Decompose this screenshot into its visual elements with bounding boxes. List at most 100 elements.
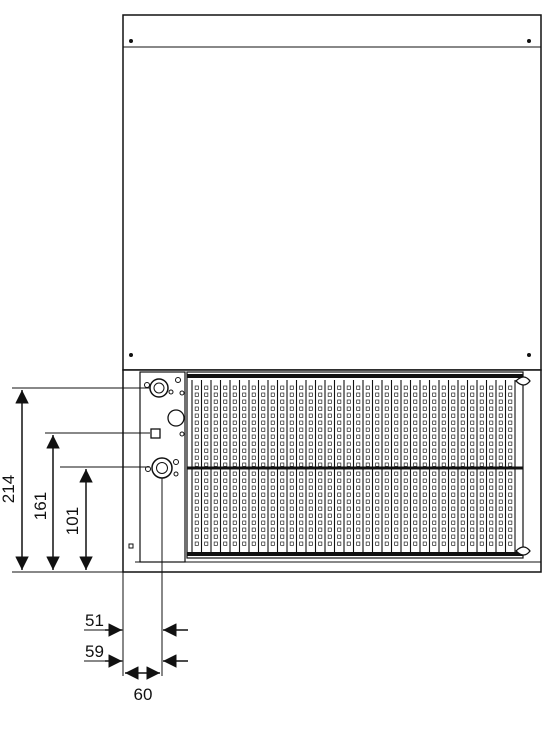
coil-fin [223,534,228,539]
coil-fin [375,478,380,483]
coil-fin [451,448,456,453]
coil-fin [204,420,209,425]
coil-fin [327,434,332,439]
coil-fin [394,399,399,404]
coil-fin [479,506,484,511]
coil-fin [365,385,370,390]
coil-fin [413,399,418,404]
coil-fin [422,471,427,476]
coil-fin [337,513,342,518]
coil-fin [337,406,342,411]
coil-fin [432,520,437,525]
coil-fin [498,534,503,539]
coil-fin [470,478,475,483]
coil-fin [460,434,465,439]
coil-fin [270,534,275,539]
coil-fin [232,455,237,460]
coil-fin [460,413,465,418]
coil-fin [232,406,237,411]
coil-fin [318,485,323,490]
bolt-icon [179,390,185,396]
coil-fin [308,527,313,532]
coil-fin [289,427,294,432]
coil-fin [223,520,228,525]
coil-fin [327,499,332,504]
coil-fin [261,478,266,483]
coil-fin [384,506,389,511]
coil-fin [204,499,209,504]
coil-fin [403,499,408,504]
coil-fin [508,541,513,546]
coil-fin [308,478,313,483]
coil-fin [261,534,266,539]
coil-fin [498,492,503,497]
coil-fin [204,534,209,539]
coil-fin [299,399,304,404]
coil-fin [451,441,456,446]
coil-fin [470,448,475,453]
coil-fin [270,392,275,397]
coil-fin [441,448,446,453]
coil-fin [422,485,427,490]
coil-fin [308,485,313,490]
coil-fin [460,478,465,483]
coil-fin [498,485,503,490]
coil-fin [479,462,484,467]
coil-fin [432,541,437,546]
coil-fin [460,455,465,460]
coil-fin [299,492,304,497]
coil-fin [432,499,437,504]
bolt-icon [173,459,179,465]
coil-fin [356,541,361,546]
coil-fin [479,471,484,476]
coil-fin [308,441,313,446]
coil-fin [365,420,370,425]
coil-fin [194,527,199,532]
coil-fin [299,541,304,546]
coil-fin [337,485,342,490]
coil-fin [346,392,351,397]
coil-fin [318,406,323,411]
coil-fin [432,385,437,390]
coil-fin [299,499,304,504]
coil-fin [498,478,503,483]
coil-fin [194,499,199,504]
coil-fin [489,420,494,425]
coil-fin [403,392,408,397]
coil-fin [308,385,313,390]
coil-fin [194,399,199,404]
coil-fin [441,406,446,411]
coil-fin [308,492,313,497]
coil-fin [470,499,475,504]
coil-fin [498,455,503,460]
coil-fin [251,455,256,460]
coil-fin [422,455,427,460]
coil-fin [261,506,266,511]
coil-fin [375,420,380,425]
coil-fin [204,527,209,532]
coil-fin [270,527,275,532]
coil-fin [337,413,342,418]
coil-fin [251,441,256,446]
coil-fin [299,485,304,490]
coil-fin [337,462,342,467]
coil-fin [213,406,218,411]
coil-fin [270,471,275,476]
coil-fin [394,499,399,504]
coil-fin [356,448,361,453]
sensor-port [150,428,161,439]
coil-fin [308,541,313,546]
coil-fin [384,441,389,446]
coil-fin [432,478,437,483]
coil-fin [460,471,465,476]
coil-fin [375,513,380,518]
coil-fin [232,385,237,390]
coil-hook-icon [515,376,531,386]
coil-fin [204,506,209,511]
coil-fin [299,413,304,418]
connection-upper-pipe [149,378,169,398]
coil-fin [498,513,503,518]
coil-fin [479,527,484,532]
coil-fin [251,541,256,546]
coil-fin [365,448,370,453]
